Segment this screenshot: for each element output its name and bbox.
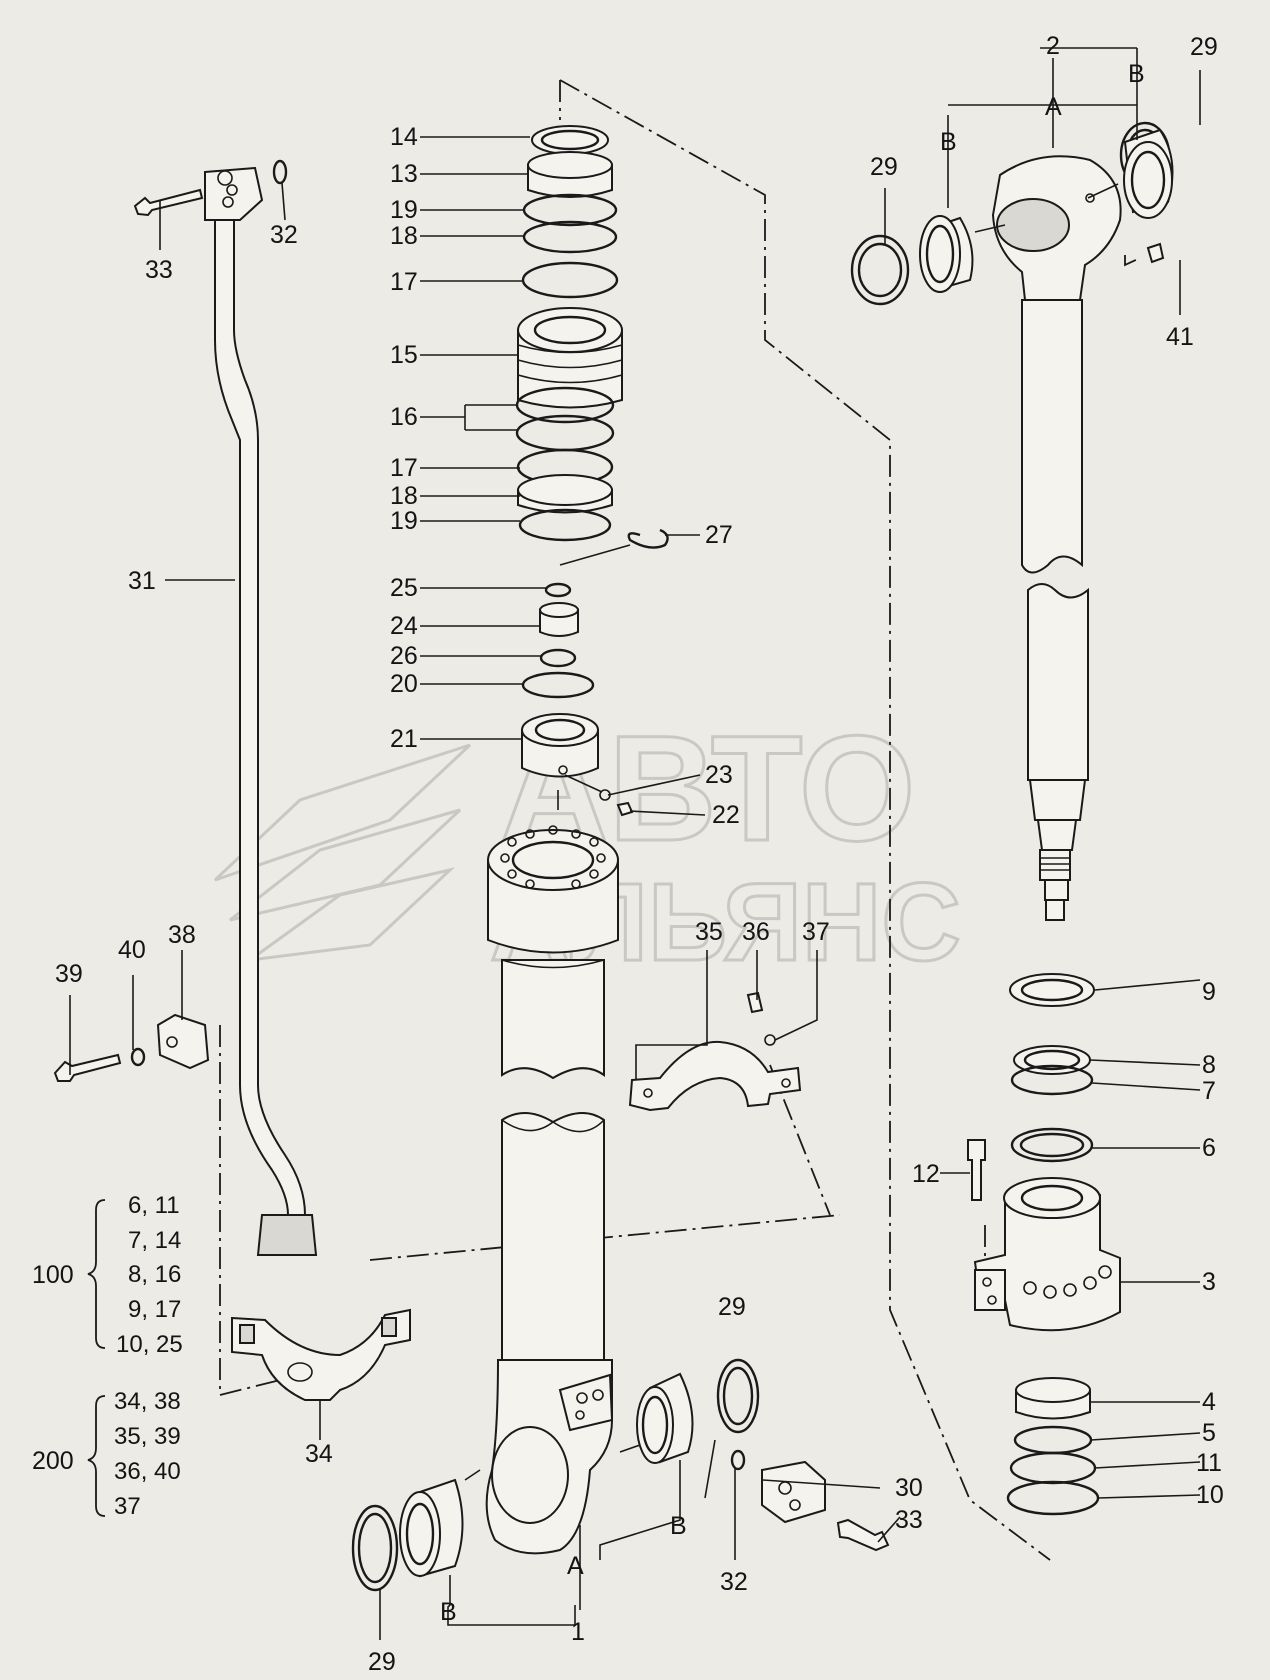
kit-100-row: 10, 25 [116,1331,183,1358]
kit-100-row: 7, 14 [128,1227,181,1254]
marker-b-top-left: B [940,128,957,156]
callout-35: 35 [695,918,723,946]
callout-31: 31 [128,567,156,595]
callout-16: 16 [390,403,418,431]
marker-b-top-right: B [1128,60,1145,88]
lower-eye-parts [351,1358,890,1592]
callout-7: 7 [1202,1077,1216,1105]
callout-1: 1 [571,1618,585,1646]
callout-33-bottom: 33 [895,1506,923,1534]
callout-15: 15 [390,341,418,369]
kit-200-row: 37 [114,1493,141,1520]
callout-12: 12 [912,1160,940,1188]
callout-40: 40 [118,936,146,964]
callout-37: 37 [802,918,830,946]
callout-25: 25 [390,574,418,602]
tube-31 [133,159,318,1256]
callout-41: 41 [1166,323,1194,351]
callout-27: 27 [705,521,733,549]
ab-markers: A B B A B B [440,60,1145,1626]
kit-200: 200 34, 38 35, 39 36, 40 37 [32,1388,181,1520]
callout-3: 3 [1202,1268,1216,1296]
marker-a-top: A [1045,93,1062,121]
callout-6: 6 [1202,1134,1216,1162]
callout-29-top-right: 29 [1190,33,1218,61]
callout-17-top: 17 [390,268,418,296]
kit-200-row: 36, 40 [114,1458,181,1485]
kit-100-row: 9, 17 [128,1296,181,1323]
kit-200-row: 34, 38 [114,1388,181,1415]
callout-36: 36 [742,918,770,946]
callout-33-top: 33 [145,256,173,284]
kit-100-row: 6, 11 [128,1192,180,1219]
kit-100-row: 8, 16 [128,1261,181,1288]
kit-200-id: 200 [32,1447,74,1475]
callout-30: 30 [895,1474,923,1502]
callout-19-top: 19 [390,196,418,224]
callout-4: 4 [1202,1388,1216,1416]
callout-34: 34 [305,1440,333,1468]
clamp-34 [231,1308,411,1401]
callout-38: 38 [168,921,196,949]
callout-32-top: 32 [270,221,298,249]
callout-8: 8 [1202,1051,1216,1079]
clamp-35-group [628,991,802,1112]
callout-14: 14 [390,123,418,151]
callout-19-bottom: 19 [390,507,418,535]
callout-29-lower-right: 29 [718,1293,746,1321]
callout-29-top-left: 29 [870,153,898,181]
callout-9: 9 [1202,978,1216,1006]
callout-21: 21 [390,725,418,753]
callout-labels: 14 13 19 18 17 15 16 17 18 19 25 24 26 2… [55,32,1224,1676]
marker-a-bottom: A [567,1552,584,1580]
center-stack [485,125,669,1555]
callout-2: 2 [1046,32,1060,60]
callout-11: 11 [1196,1449,1222,1477]
callout-5: 5 [1202,1419,1216,1447]
callout-10: 10 [1196,1481,1224,1509]
callout-23: 23 [705,761,733,789]
clamp-38-group [53,1013,210,1082]
callout-17-bottom: 17 [390,454,418,482]
callout-18-top: 18 [390,222,418,250]
marker-b-bottom-right: B [670,1512,687,1540]
callout-29-lower-left: 29 [368,1648,396,1676]
kit-200-row: 35, 39 [114,1423,181,1450]
callout-20: 20 [390,670,418,698]
callout-24: 24 [390,612,418,640]
kit-braces [87,1199,106,1517]
rod-assembly [850,121,1174,1516]
callout-39: 39 [55,960,83,988]
kit-100: 100 6, 11 7, 14 8, 16 9, 17 10, 25 [32,1192,183,1358]
marker-b-bottom-left: B [440,1598,457,1626]
callout-32-bottom: 32 [720,1568,748,1596]
callout-13: 13 [390,160,418,188]
watermark-logo [213,743,472,962]
callout-22: 22 [712,801,740,829]
leader-lines [69,47,1201,1640]
kit-100-id: 100 [32,1261,74,1289]
callout-18-bottom: 18 [390,482,418,510]
callout-26: 26 [390,642,418,670]
